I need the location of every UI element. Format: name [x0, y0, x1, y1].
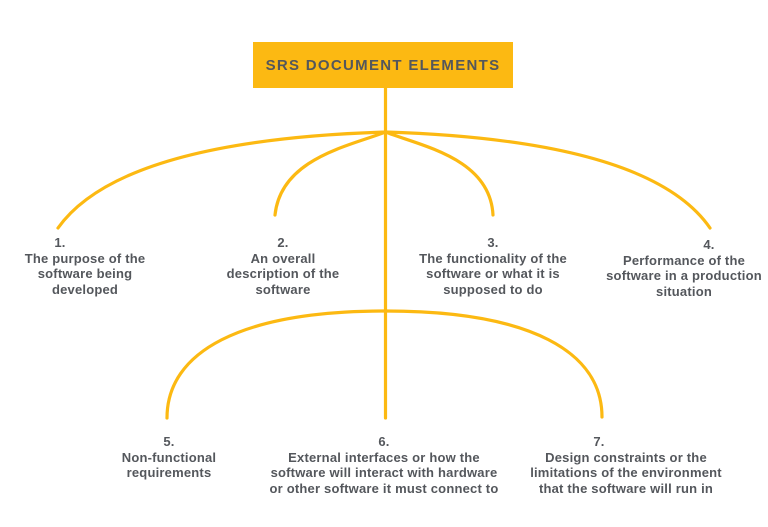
element-6: 6. External interfaces or how the softwa…	[270, 434, 499, 496]
element-1-description: The purpose of the software being develo…	[24, 250, 146, 297]
connector-branch-2	[273, 130, 388, 217]
element-6-number: 6.	[378, 434, 390, 449]
element-4-description: Performance of the software in a product…	[606, 252, 762, 299]
diagram-title: SRS DOCUMENT ELEMENTS	[265, 56, 501, 74]
element-3-description: The functionality of the software or wha…	[419, 250, 567, 297]
element-3: 3. The functionality of the software or …	[419, 235, 567, 297]
connector-branch-1	[56, 130, 388, 230]
element-6-description: External interfaces or how the software …	[269, 449, 499, 496]
element-5: 5. Non-functional requirements	[122, 434, 217, 481]
element-3-number: 3.	[487, 235, 499, 250]
element-7-description: Design constraints or the limitations of…	[530, 449, 722, 496]
element-4: 4. Performance of the software in a prod…	[606, 237, 762, 299]
element-7-number: 7.	[593, 434, 605, 449]
element-1-number: 1.	[54, 235, 66, 250]
element-2: 2. An overall description of the softwar…	[227, 235, 340, 297]
connector-branch-4	[383, 130, 712, 230]
element-5-description: Non-functional requirements	[121, 449, 217, 481]
element-1: 1. The purpose of the software being dev…	[25, 235, 146, 297]
title-box: SRS DOCUMENT ELEMENTS	[253, 42, 513, 88]
element-4-number: 4.	[703, 237, 715, 252]
element-7: 7. Design constraints or the limitations…	[530, 434, 722, 496]
element-5-number: 5.	[163, 434, 175, 449]
element-2-description: An overall description of the software	[226, 250, 340, 297]
element-2-number: 2.	[277, 235, 289, 250]
connector-arch-bottom	[165, 309, 604, 420]
connector-branch-3	[383, 130, 495, 217]
